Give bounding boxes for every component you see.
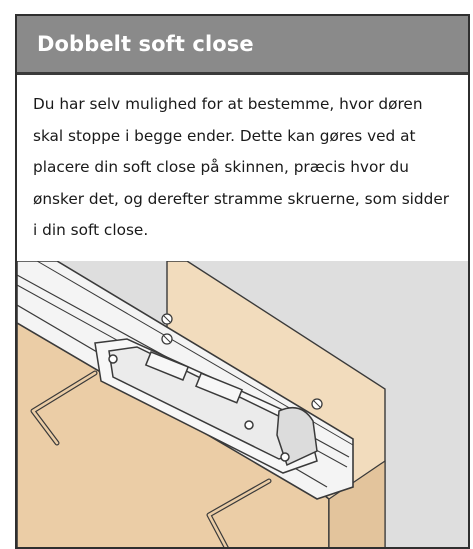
soft-close-illustration <box>17 261 468 547</box>
card-description: Du har selv mulighed for at bestemme, hv… <box>33 95 450 239</box>
card-header: Dobbelt soft close <box>17 16 468 75</box>
soft-close-unit <box>94 338 318 474</box>
soft-close-card: Dobbelt soft close Du har selv mulighed … <box>15 14 470 549</box>
door-edge <box>328 459 386 547</box>
card-title: Dobbelt soft close <box>37 32 254 56</box>
